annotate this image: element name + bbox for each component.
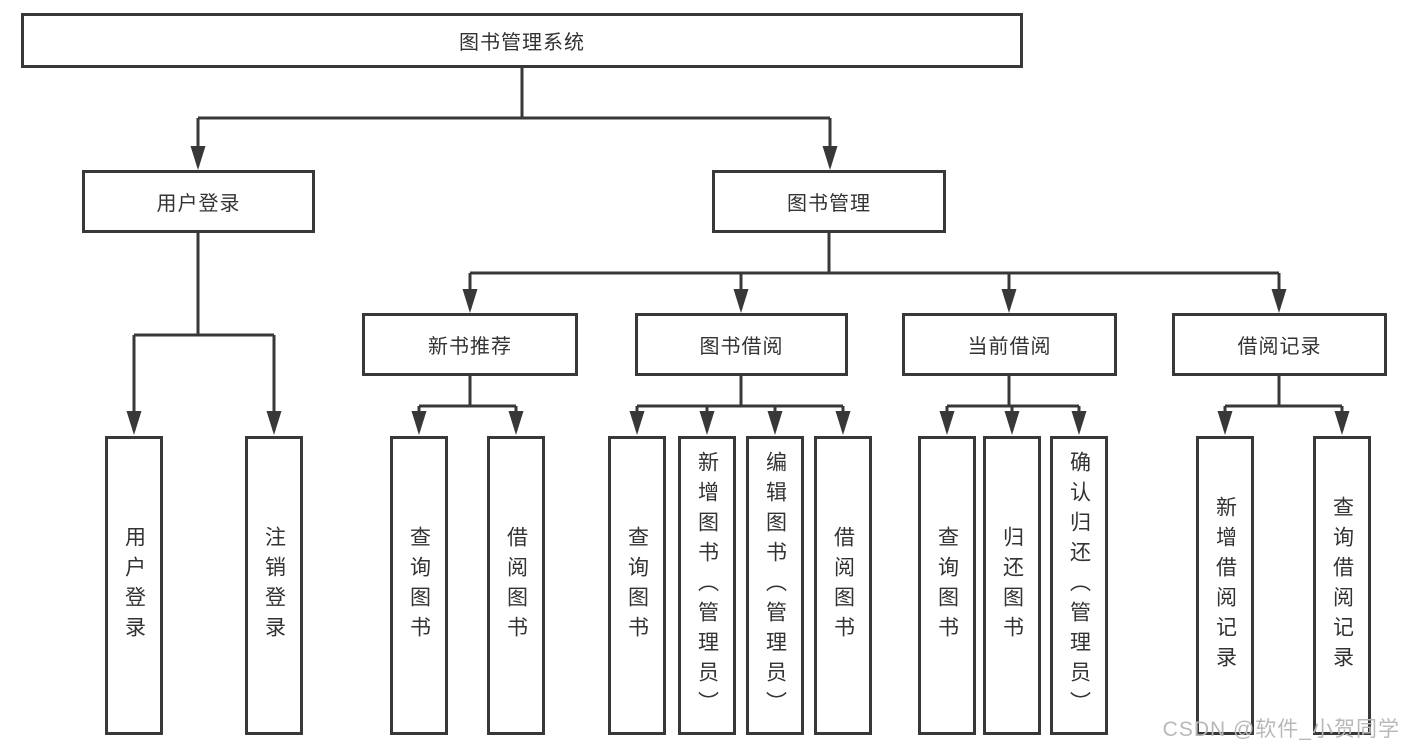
leaf-records-add-borrow-record: 新增借阅记录 — [1196, 436, 1254, 735]
leaf-records-query-borrow-record: 查询借阅记录 — [1313, 436, 1371, 735]
leaf-current-return-books: 归还图书 — [983, 436, 1041, 735]
node-current-borrowing: 当前借阅 — [902, 313, 1117, 376]
leaf-recommend-borrow-books: 借阅图书 — [487, 436, 545, 735]
node-book-borrowing: 图书借阅 — [635, 313, 848, 376]
leaf-borrowing-query-books: 查询图书 — [608, 436, 666, 735]
connector-segments — [126, 68, 1350, 435]
leaf-recommend-query-books: 查询图书 — [390, 436, 448, 735]
leaf-logout: 注销登录 — [245, 436, 303, 735]
leaf-user-login: 用户登录 — [105, 436, 163, 735]
csdn-watermark: CSDN @软件_小贺同学 — [1162, 718, 1400, 741]
leaf-current-confirm-return-admin: 确认归还（管理员） — [1050, 436, 1108, 735]
leaf-borrowing-add-books-admin: 新增图书（管理员） — [678, 436, 736, 735]
leaf-current-query-books: 查询图书 — [918, 436, 976, 735]
node-borrow-records: 借阅记录 — [1172, 313, 1387, 376]
node-new-book-recommend: 新书推荐 — [362, 313, 578, 376]
leaf-borrowing-edit-books-admin: 编辑图书（管理员） — [746, 436, 804, 735]
node-user-login: 用户登录 — [82, 170, 315, 233]
leaf-borrowing-borrow-books: 借阅图书 — [814, 436, 872, 735]
node-library-management-system: 图书管理系统 — [21, 13, 1023, 68]
node-book-management: 图书管理 — [712, 170, 946, 233]
